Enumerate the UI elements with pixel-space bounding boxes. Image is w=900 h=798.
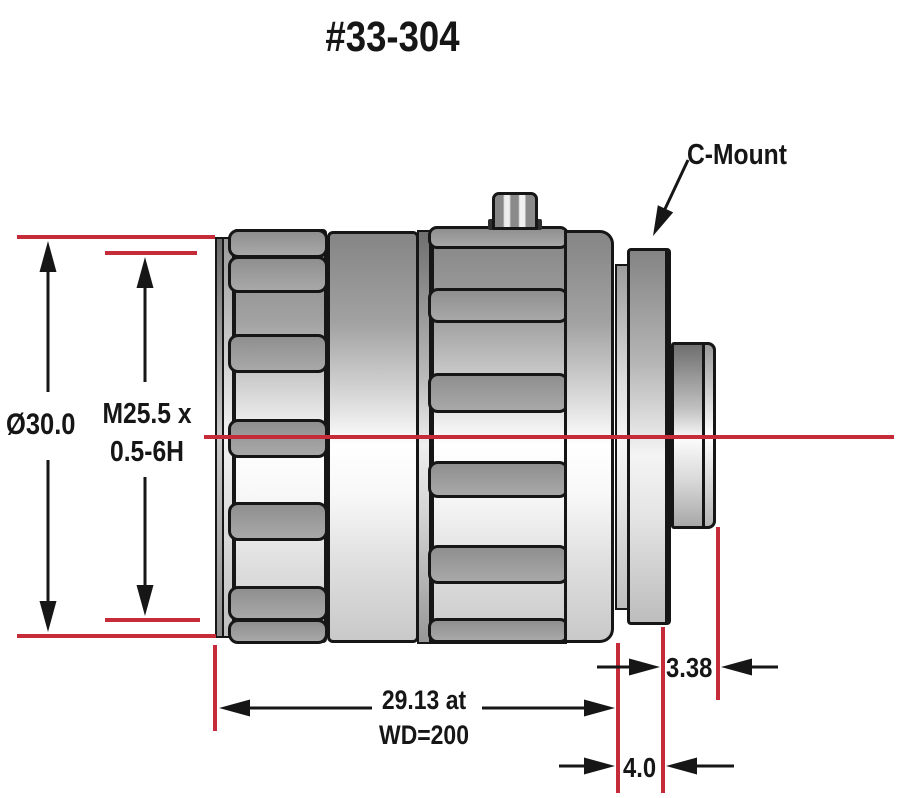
knurl-bump <box>228 502 328 541</box>
knurl-bump <box>428 545 569 584</box>
knurl-bump <box>228 619 328 644</box>
rear-dimension-label: 4.0 <box>623 752 657 783</box>
arrowhead-down <box>136 585 154 616</box>
arrowhead-up <box>136 257 154 288</box>
knurl-bump <box>228 419 328 458</box>
knurl-bump <box>228 334 328 373</box>
length-dimension-label: 29.13 at WD=200 <box>361 683 487 753</box>
arrowhead-up <box>39 241 57 272</box>
knurl-bump <box>228 586 328 621</box>
rear-thread-barrel <box>671 342 716 529</box>
c-mount-label: C-Mount <box>687 139 787 171</box>
front-thread-label: M25.5 x 0.5-6H <box>100 395 194 471</box>
arrowhead-right <box>629 658 660 676</box>
arrowhead-left <box>721 658 752 676</box>
outer-diameter-label: Ø30.0 <box>6 408 76 441</box>
arrowhead-down <box>39 601 57 632</box>
front-thread-line2: 0.5-6H <box>109 436 184 468</box>
c-mount-leader-line <box>663 159 690 210</box>
drawing-title: #33-304 <box>325 13 460 61</box>
arrowhead-right <box>584 757 615 775</box>
length-line2: WD=200 <box>379 720 469 750</box>
c-mount-leader-arrowhead <box>653 205 674 236</box>
knurl-bump <box>228 229 328 258</box>
rear-barrel-edge-highlight <box>702 345 713 526</box>
knurl-bump <box>428 461 569 498</box>
c-mount-flange <box>627 248 671 625</box>
flange-dimension-label: 3.38 <box>666 652 713 683</box>
knurl-band-bottom <box>428 618 569 643</box>
arrowhead-left <box>666 757 697 775</box>
arrowhead-left <box>219 699 250 717</box>
front-thread-line1: M25.5 x <box>102 398 192 430</box>
locking-thumbscrew <box>492 192 538 230</box>
knurl-bump <box>428 288 569 323</box>
barrel-mid-section <box>327 231 419 643</box>
arrowhead-right <box>584 699 615 717</box>
length-line1: 29.13 at <box>381 685 467 715</box>
knurl-bump <box>228 256 328 293</box>
rear-body <box>564 230 614 643</box>
knurl-bump <box>428 373 569 413</box>
